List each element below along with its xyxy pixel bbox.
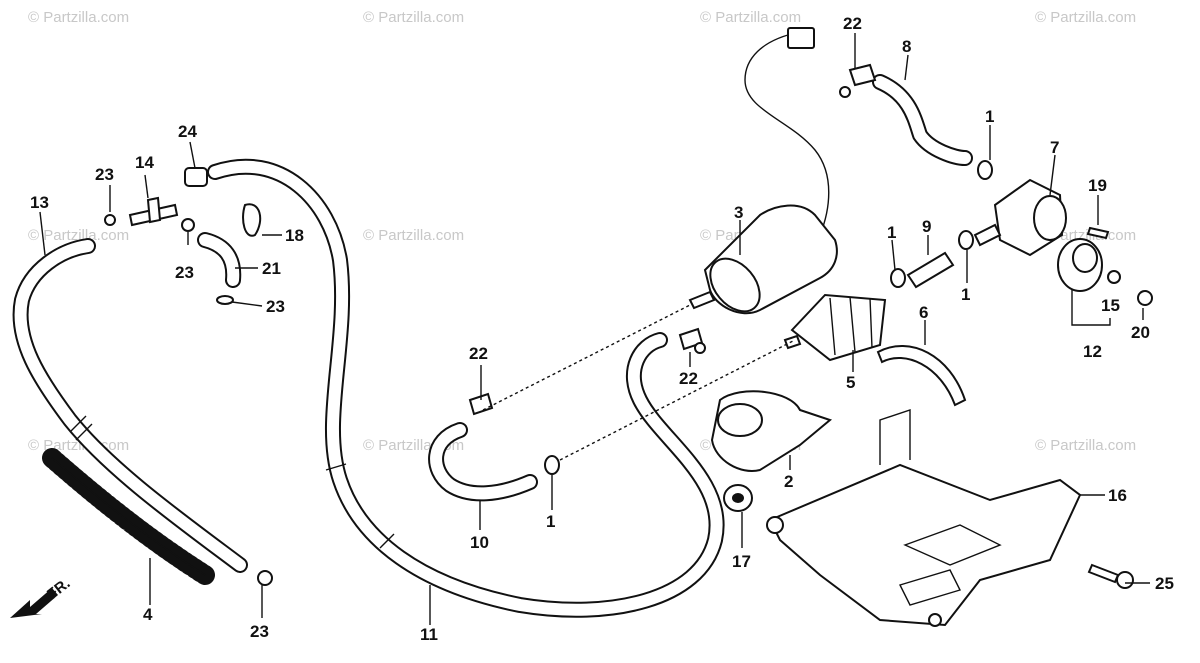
hose-10-drawing <box>428 422 538 502</box>
callout-4: 4 <box>143 605 153 624</box>
fuel-pump-3-drawing <box>688 27 838 315</box>
watermark-5: © Partzilla.com <box>28 227 129 244</box>
callout-3: 3 <box>734 203 743 222</box>
small-parts-drawing <box>104 63 1153 589</box>
band-6-drawing <box>876 345 967 407</box>
callout-15: 15 <box>1101 296 1120 315</box>
callout-17: 17 <box>732 552 751 571</box>
callout-6: 6 <box>919 303 928 322</box>
callout-1: 1 <box>961 285 970 304</box>
callout-20: 20 <box>1131 323 1150 342</box>
bracket-16-drawing <box>766 409 1082 627</box>
fuel-filter-5-drawing <box>783 293 887 362</box>
hose-21-drawing <box>197 232 242 288</box>
leader-lines <box>39 33 1150 625</box>
watermark-12: © Partzilla.com <box>1035 437 1136 454</box>
watermark-6: © Partzilla.com <box>363 227 464 244</box>
callout-labels: 1 1 1 1 2 3 4 5 6 7 8 9 10 11 12 13 14 1… <box>30 14 1174 644</box>
mount-2-drawing <box>710 390 833 472</box>
front-direction-arrow-icon: FR. <box>10 575 74 618</box>
watermark-1: © Partzilla.com <box>28 9 129 26</box>
callout-23: 23 <box>266 297 285 316</box>
callout-14: 14 <box>135 153 154 172</box>
pipe-9-drawing <box>906 251 955 289</box>
hose-11-drawing <box>207 158 725 618</box>
watermark-2: © Partzilla.com <box>363 9 464 26</box>
callout-11: 11 <box>420 625 438 644</box>
relation-lines <box>482 304 796 461</box>
callout-22: 22 <box>843 14 862 33</box>
callout-5: 5 <box>846 373 855 392</box>
callout-9: 9 <box>922 217 931 236</box>
callout-1: 1 <box>887 223 896 242</box>
hose-13-drawing <box>12 238 248 573</box>
callout-23: 23 <box>95 165 114 184</box>
callout-23: 23 <box>175 263 194 282</box>
callout-2: 2 <box>784 472 793 491</box>
joint-14-drawing <box>128 196 179 227</box>
hose-8-drawing <box>872 74 973 166</box>
callout-16: 16 <box>1108 486 1127 505</box>
protector-4-drawing <box>42 448 215 585</box>
callout-10: 10 <box>470 533 489 552</box>
callout-18: 18 <box>285 226 304 245</box>
callout-25: 25 <box>1155 574 1174 593</box>
watermark-3: © Partzilla.com <box>700 9 801 26</box>
cap-12-drawing <box>1057 238 1103 292</box>
callout-19: 19 <box>1088 176 1107 195</box>
watermark-4: © Partzilla.com <box>1035 9 1136 26</box>
callout-22: 22 <box>679 369 698 388</box>
grommet-17-drawing <box>723 484 753 512</box>
callout-24: 24 <box>178 122 197 141</box>
callout-1: 1 <box>985 107 994 126</box>
callout-7: 7 <box>1050 138 1059 157</box>
valve-7-drawing <box>973 178 1067 257</box>
callout-13: 13 <box>30 193 49 212</box>
callout-8: 8 <box>902 37 911 56</box>
callout-23: 23 <box>250 622 269 641</box>
callout-1: 1 <box>546 512 555 531</box>
callout-12: 12 <box>1083 342 1102 361</box>
callout-22: 22 <box>469 344 488 363</box>
callout-21: 21 <box>262 259 281 278</box>
